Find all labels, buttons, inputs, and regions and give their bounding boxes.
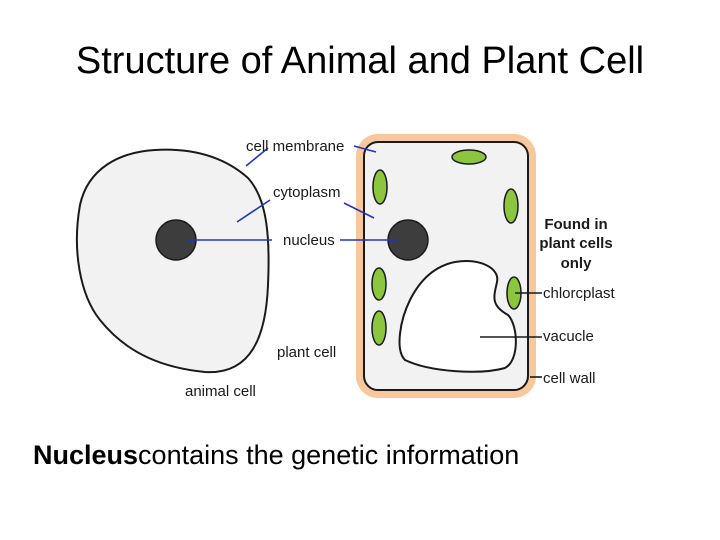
caption-text: contains the genetic information [138, 440, 520, 470]
label-plant-cell: plant cell [277, 344, 336, 361]
label-plant-cells: plant cells [539, 235, 612, 252]
pointer-line-cytoplasm [236, 199, 271, 223]
label-found-in: Found in [544, 216, 607, 233]
label-cell-membrane: cell membrane [246, 138, 344, 155]
page-title: Structure of Animal and Plant Cell [75, 40, 645, 82]
caption: Nucleuscontains the genetic information [33, 440, 713, 471]
label-animal-cell: animal cell [185, 383, 256, 400]
label-only: only [561, 255, 592, 272]
animal-cell-body [75, 148, 270, 374]
chloroplast [371, 310, 387, 346]
label-nucleus: nucleus [283, 232, 335, 249]
pointer-line-cell-membrane [245, 147, 269, 167]
plant-vacuole [398, 260, 517, 373]
pointer-line-cytoplasm-plant [343, 202, 375, 219]
chloroplast [451, 149, 487, 165]
chloroplast [503, 188, 519, 224]
pointer-line-cell-membrane-plant [353, 145, 377, 153]
caption-term: Nucleus [33, 440, 139, 470]
label-cell-wall: cell wall [543, 370, 596, 387]
label-vacuole: vacucle [543, 328, 594, 345]
chloroplast [372, 169, 388, 205]
label-cytoplasm: cytoplasm [273, 184, 341, 201]
label-chloroplast: chlorcplast [543, 285, 616, 302]
chloroplast [371, 267, 387, 301]
